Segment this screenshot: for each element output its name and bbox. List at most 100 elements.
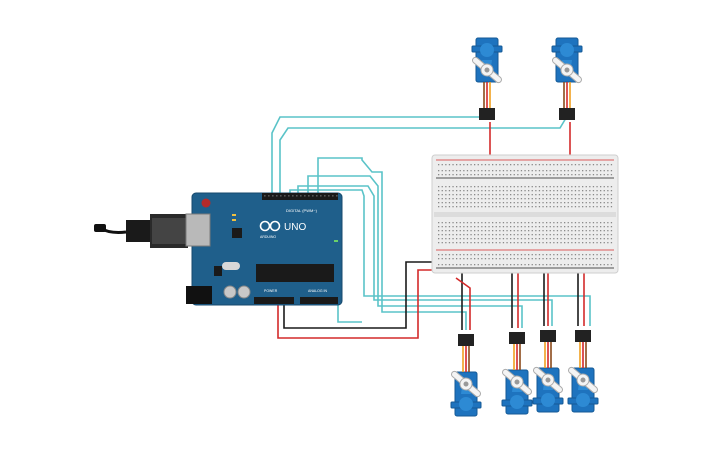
breadboard-hole[interactable] bbox=[531, 198, 533, 200]
breadboard-hole[interactable] bbox=[448, 194, 451, 196]
breadboard-hole[interactable] bbox=[607, 230, 609, 232]
breadboard-hole[interactable] bbox=[574, 254, 577, 256]
breadboard-hole[interactable] bbox=[549, 238, 551, 240]
header-pin[interactable] bbox=[280, 195, 282, 197]
breadboard-hole[interactable] bbox=[484, 264, 487, 266]
breadboard-hole[interactable] bbox=[600, 206, 602, 208]
breadboard-hole[interactable] bbox=[553, 174, 555, 176]
breadboard-hole[interactable] bbox=[546, 258, 548, 260]
breadboard-hole[interactable] bbox=[452, 190, 454, 192]
breadboard-hole[interactable] bbox=[517, 234, 519, 236]
breadboard-hole[interactable] bbox=[448, 234, 451, 236]
servo-top-1[interactable] bbox=[468, 37, 506, 120]
breadboard-hole[interactable] bbox=[459, 234, 461, 236]
breadboard-hole[interactable] bbox=[456, 230, 458, 232]
breadboard-hole[interactable] bbox=[524, 234, 526, 236]
breadboard-hole[interactable] bbox=[520, 186, 523, 188]
breadboard-hole[interactable] bbox=[589, 264, 591, 266]
breadboard-hole[interactable] bbox=[474, 198, 476, 200]
breadboard-hole[interactable] bbox=[524, 258, 526, 260]
breadboard-hole[interactable] bbox=[549, 198, 551, 200]
breadboard-hole[interactable] bbox=[502, 170, 505, 172]
breadboard-hole[interactable] bbox=[441, 264, 443, 266]
breadboard-hole[interactable] bbox=[499, 254, 501, 256]
breadboard-hole[interactable] bbox=[445, 230, 447, 232]
breadboard-hole[interactable] bbox=[574, 238, 577, 240]
breadboard-hole[interactable] bbox=[492, 186, 494, 188]
breadboard-hole[interactable] bbox=[463, 226, 465, 228]
breadboard-hole[interactable] bbox=[582, 238, 584, 240]
breadboard-hole[interactable] bbox=[520, 198, 523, 200]
breadboard-hole[interactable] bbox=[524, 186, 526, 188]
breadboard-hole[interactable] bbox=[452, 230, 454, 232]
breadboard-hole[interactable] bbox=[520, 234, 523, 236]
breadboard-hole[interactable] bbox=[456, 222, 458, 224]
breadboard-hole[interactable] bbox=[535, 264, 537, 266]
breadboard-hole[interactable] bbox=[560, 264, 562, 266]
breadboard-hole[interactable] bbox=[510, 234, 512, 236]
breadboard-hole[interactable] bbox=[578, 226, 580, 228]
breadboard-hole[interactable] bbox=[592, 226, 595, 228]
breadboard-hole[interactable] bbox=[589, 186, 591, 188]
breadboard-hole[interactable] bbox=[567, 264, 569, 266]
breadboard-hole[interactable] bbox=[445, 202, 447, 204]
breadboard-hole[interactable] bbox=[470, 174, 472, 176]
breadboard-hole[interactable] bbox=[510, 238, 512, 240]
breadboard-hole[interactable] bbox=[535, 202, 537, 204]
breadboard-hole[interactable] bbox=[474, 264, 476, 266]
header-pin[interactable] bbox=[304, 195, 306, 197]
breadboard-hole[interactable] bbox=[546, 234, 548, 236]
breadboard-hole[interactable] bbox=[553, 226, 555, 228]
breadboard-hole[interactable] bbox=[542, 258, 544, 260]
breadboard-hole[interactable] bbox=[610, 190, 613, 192]
breadboard-hole[interactable] bbox=[596, 190, 598, 192]
breadboard-hole[interactable] bbox=[578, 234, 580, 236]
breadboard-hole[interactable] bbox=[546, 238, 548, 240]
breadboard-hole[interactable] bbox=[481, 238, 483, 240]
breadboard-hole[interactable] bbox=[553, 170, 555, 172]
breadboard-hole[interactable] bbox=[567, 186, 569, 188]
header-pin[interactable] bbox=[316, 195, 318, 197]
breadboard-hole[interactable] bbox=[542, 194, 544, 196]
breadboard-hole[interactable] bbox=[506, 264, 508, 266]
breadboard-hole[interactable] bbox=[459, 202, 461, 204]
breadboard-hole[interactable] bbox=[582, 226, 584, 228]
breadboard-hole[interactable] bbox=[549, 254, 551, 256]
breadboard-hole[interactable] bbox=[441, 254, 443, 256]
breadboard-hole[interactable] bbox=[520, 238, 523, 240]
breadboard-hole[interactable] bbox=[488, 170, 490, 172]
breadboard-hole[interactable] bbox=[567, 164, 569, 166]
breadboard-hole[interactable] bbox=[592, 198, 595, 200]
breadboard-hole[interactable] bbox=[607, 174, 609, 176]
breadboard-hole[interactable] bbox=[502, 206, 505, 208]
breadboard-hole[interactable] bbox=[513, 264, 515, 266]
breadboard-hole[interactable] bbox=[438, 170, 440, 172]
header-pin[interactable] bbox=[324, 195, 326, 197]
breadboard-hole[interactable] bbox=[456, 242, 458, 244]
breadboard-hole[interactable] bbox=[477, 164, 479, 166]
breadboard-hole[interactable] bbox=[567, 206, 569, 208]
breadboard-hole[interactable] bbox=[531, 164, 533, 166]
breadboard-hole[interactable] bbox=[546, 264, 548, 266]
breadboard-hole[interactable] bbox=[528, 234, 530, 236]
breadboard-hole[interactable] bbox=[484, 234, 487, 236]
breadboard-hole[interactable] bbox=[596, 234, 598, 236]
breadboard-hole[interactable] bbox=[517, 170, 519, 172]
breadboard-hole[interactable] bbox=[520, 258, 523, 260]
breadboard-hole[interactable] bbox=[506, 164, 508, 166]
breadboard-hole[interactable] bbox=[466, 186, 469, 188]
breadboard-hole[interactable] bbox=[603, 202, 605, 204]
header-pin[interactable] bbox=[268, 195, 270, 197]
breadboard-hole[interactable] bbox=[607, 170, 609, 172]
breadboard-hole[interactable] bbox=[452, 258, 454, 260]
breadboard-hole[interactable] bbox=[585, 202, 587, 204]
breadboard-hole[interactable] bbox=[477, 226, 479, 228]
breadboard-hole[interactable] bbox=[484, 198, 487, 200]
breadboard-hole[interactable] bbox=[596, 186, 598, 188]
breadboard-hole[interactable] bbox=[459, 264, 461, 266]
breadboard-hole[interactable] bbox=[510, 242, 512, 244]
breadboard-hole[interactable] bbox=[506, 254, 508, 256]
breadboard-hole[interactable] bbox=[560, 186, 562, 188]
breadboard-hole[interactable] bbox=[589, 242, 591, 244]
breadboard-hole[interactable] bbox=[556, 194, 559, 196]
